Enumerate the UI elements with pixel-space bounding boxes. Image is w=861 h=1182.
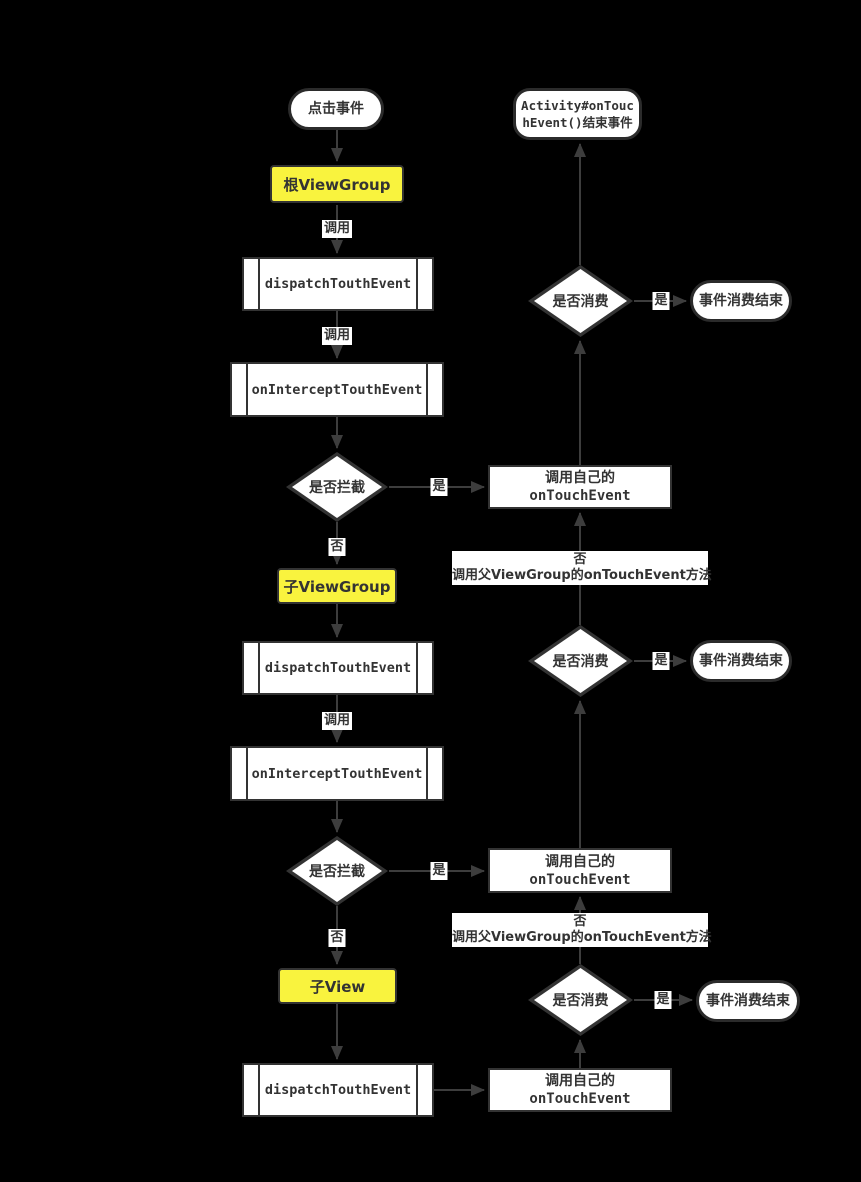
root-viewgroup-label: 根ViewGroup xyxy=(283,175,391,194)
dispatch-touth-event-3-label: dispatchTouthEvent xyxy=(264,1082,412,1098)
activity-end-line2: hEvent()结束事件 xyxy=(522,115,633,130)
call-own-line1: 调用自己的 xyxy=(545,470,615,486)
yes-intercept-edge-label-2: 是 xyxy=(430,862,448,880)
no-branch-label-1: 否 调用父ViewGroup的onTouchEvent方法 xyxy=(452,551,712,585)
call-own-ontouchevent-2-node: 调用自己的 onTouchEvent xyxy=(488,848,672,893)
activity-end-label: Activity#onTouc hEvent()结束事件 xyxy=(521,97,634,131)
start-terminator: 点击事件 xyxy=(288,88,384,130)
no-branch-label-2: 否 调用父ViewGroup的onTouchEvent方法 xyxy=(452,913,712,947)
event-consumed-end-2-terminator: 事件消费结束 xyxy=(690,640,792,682)
no-branch-label-2-line1: 否 xyxy=(573,914,587,929)
call-edge-label-1: 调用 xyxy=(321,220,353,238)
consume-question-2-label: 是否消费 xyxy=(552,654,609,670)
intercept-question-1-diamond: 是否拦截 xyxy=(286,452,388,522)
call-own-ontouchevent-1-node: 调用自己的 onTouchEvent xyxy=(488,465,672,509)
child-view-label: 子View xyxy=(309,977,366,996)
call-own-ontouchevent-1-label: 调用自己的 onTouchEvent xyxy=(529,469,630,505)
consume-question-3-label: 是否消费 xyxy=(552,993,609,1009)
consume-question-3-diamond: 是否消费 xyxy=(528,964,633,1036)
call-own-line2: onTouchEvent xyxy=(529,1091,631,1107)
call-own-line2: onTouchEvent xyxy=(529,871,631,888)
on-intercept-touth-event-2-label: onInterceptTouthEvent xyxy=(251,765,423,782)
no-branch-label-1-line2: 调用父ViewGroup的onTouchEvent方法 xyxy=(452,568,712,583)
no-branch-label-2-line2: 调用父ViewGroup的onTouchEvent方法 xyxy=(452,930,712,945)
consume-question-2-diamond: 是否消费 xyxy=(528,625,633,697)
call-own-ontouchevent-2-label: 调用自己的 onTouchEvent xyxy=(529,853,630,889)
consume-question-1-label: 是否消费 xyxy=(552,294,609,310)
no-branch-label-1-line1: 否 xyxy=(573,552,587,567)
dispatch-touth-event-1-node: dispatchTouthEvent xyxy=(242,257,434,311)
root-viewgroup-node: 根ViewGroup xyxy=(270,165,404,203)
activity-end-line1: Activity#onTouc xyxy=(521,98,634,113)
intercept-question-1-label: 是否拦截 xyxy=(309,480,365,496)
on-intercept-touth-event-2-node: onInterceptTouthEvent xyxy=(230,746,444,801)
call-edge-label-2: 调用 xyxy=(321,327,353,345)
activity-ontouchevent-end-terminator: Activity#onTouc hEvent()结束事件 xyxy=(513,88,642,140)
call-own-ontouchevent-3-node: 调用自己的 onTouchEvent xyxy=(488,1068,672,1112)
event-consumed-end-3-terminator: 事件消费结束 xyxy=(696,980,800,1022)
no-intercept-edge-label-1: 否 xyxy=(328,538,346,556)
child-view-node: 子View xyxy=(278,968,397,1004)
intercept-question-2-diamond: 是否拦截 xyxy=(286,836,388,906)
call-own-ontouchevent-3-label: 调用自己的 onTouchEvent xyxy=(529,1072,630,1108)
call-own-line1: 调用自己的 xyxy=(545,1073,615,1089)
call-own-line2: onTouchEvent xyxy=(529,488,631,504)
intercept-question-2-label: 是否拦截 xyxy=(309,864,365,880)
yes-consume-edge-label-2: 是 xyxy=(652,652,670,670)
call-own-line1: 调用自己的 xyxy=(545,853,615,870)
dispatch-touth-event-2-label: dispatchTouthEvent xyxy=(264,660,412,676)
event-consumed-end-2-label: 事件消费结束 xyxy=(699,652,783,669)
yes-intercept-edge-label-1: 是 xyxy=(430,478,448,496)
event-consumed-end-1-label: 事件消费结束 xyxy=(699,292,783,309)
no-intercept-edge-label-2: 否 xyxy=(328,929,346,947)
event-consumed-end-3-label: 事件消费结束 xyxy=(706,992,790,1009)
event-consumed-end-1-terminator: 事件消费结束 xyxy=(690,280,792,322)
consume-question-1-diamond: 是否消费 xyxy=(528,265,633,337)
child-viewgroup-node: 子ViewGroup xyxy=(277,568,397,604)
child-viewgroup-label: 子ViewGroup xyxy=(283,577,391,596)
dispatch-touth-event-3-node: dispatchTouthEvent xyxy=(242,1063,434,1117)
start-label: 点击事件 xyxy=(308,100,364,117)
on-intercept-touth-event-1-node: onInterceptTouthEvent xyxy=(230,362,444,417)
dispatch-touth-event-1-label: dispatchTouthEvent xyxy=(264,276,412,292)
on-intercept-touth-event-1-label: onInterceptTouthEvent xyxy=(251,381,423,398)
yes-consume-edge-label-1: 是 xyxy=(652,292,670,310)
dispatch-touth-event-2-node: dispatchTouthEvent xyxy=(242,641,434,695)
yes-consume-edge-label-3: 是 xyxy=(654,991,672,1009)
call-edge-label-3: 调用 xyxy=(321,712,353,730)
